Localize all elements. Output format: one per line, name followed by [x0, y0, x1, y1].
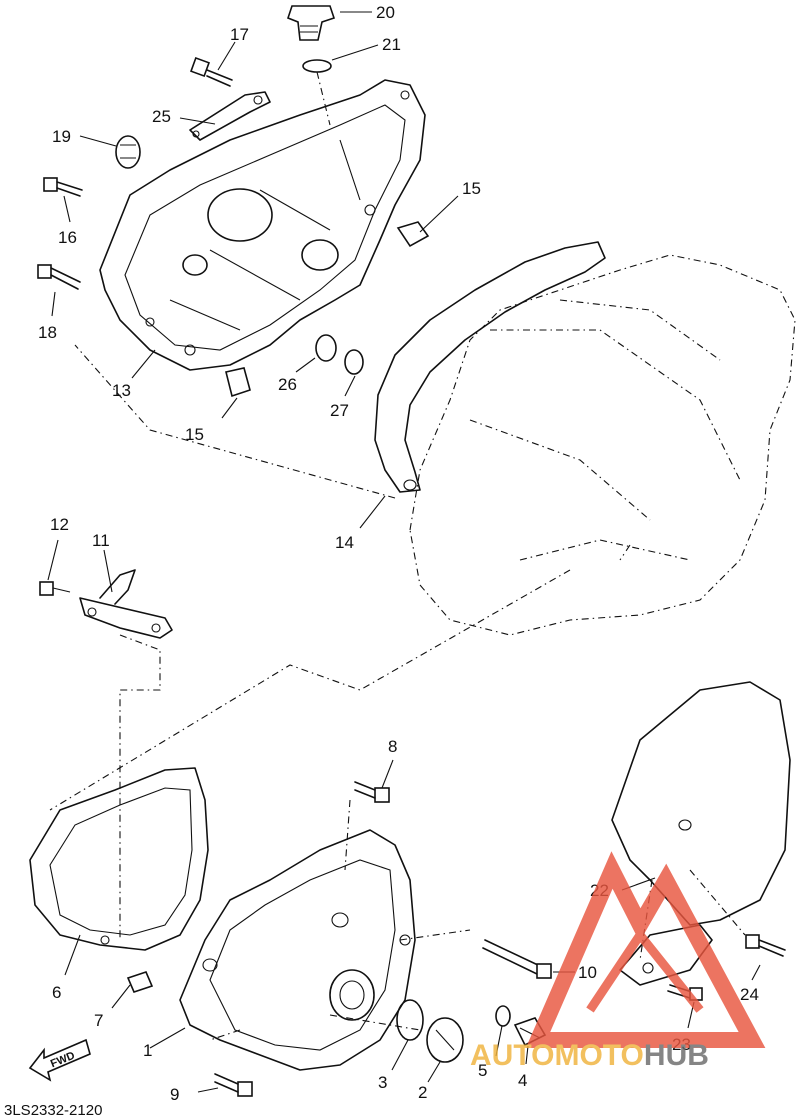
callout-5: 5 — [478, 1061, 487, 1080]
callout-24: 24 — [740, 985, 759, 1004]
watermark-text-dark: HUB — [644, 1039, 709, 1072]
crankcase-outline — [409, 254, 796, 636]
gasket-14 — [374, 241, 606, 493]
plug-2 — [426, 1017, 464, 1063]
callout-15-lower: 15 — [185, 425, 204, 444]
bolt-17 — [190, 57, 233, 87]
o-ring-3 — [396, 999, 424, 1041]
fwd-arrow-icon: FWD — [28, 1038, 91, 1082]
dowel-pin-15-upper — [396, 221, 430, 248]
oil-filler-plug-20 — [287, 5, 336, 41]
sprocket-cover-22 — [611, 681, 791, 926]
callout-9: 9 — [170, 1085, 179, 1104]
callout-11: 11 — [92, 531, 110, 550]
callout-13: 13 — [112, 381, 131, 400]
circlip-27 — [344, 349, 364, 375]
callout-17: 17 — [230, 25, 249, 44]
automotohub-watermark: AUTOMOTOHUB — [470, 851, 766, 1072]
callout-19: 19 — [52, 127, 71, 146]
bolt-10 — [482, 939, 552, 979]
callout-8: 8 — [388, 737, 397, 756]
callout-10: 10 — [578, 963, 597, 982]
bolt-12 — [39, 581, 71, 596]
callout-26: 26 — [278, 375, 297, 394]
callout-14: 14 — [335, 533, 354, 552]
chain-guide-11 — [79, 569, 173, 639]
bolt-18 — [37, 264, 81, 290]
callout-7: 7 — [94, 1011, 103, 1030]
callout-15-upper: 15 — [462, 179, 481, 198]
callout-3: 3 — [378, 1073, 387, 1092]
watermark-logo-icon — [525, 851, 766, 1048]
dowel-pin-15-lower — [225, 367, 251, 398]
dowel-pin-7 — [126, 971, 154, 993]
bolt-16 — [43, 177, 83, 197]
bolt-8 — [354, 781, 390, 803]
bolt-9 — [214, 1073, 253, 1097]
callout-12: 12 — [50, 515, 69, 534]
diagram-code: 3LS2332-2120 — [4, 1102, 102, 1119]
callout-6: 6 — [52, 983, 61, 1002]
callout-4: 4 — [518, 1071, 527, 1090]
oil-seal-26 — [315, 334, 337, 362]
crankcase-cover-1 — [179, 829, 416, 1071]
callout-2: 2 — [418, 1083, 427, 1102]
callout-20: 20 — [376, 3, 395, 22]
bolt-24 — [745, 934, 786, 957]
bracket-25 — [189, 91, 271, 141]
callout-21: 21 — [382, 35, 401, 54]
gasket-6 — [29, 767, 209, 951]
crankcase-cover-13 — [99, 79, 426, 371]
callout-25: 25 — [152, 107, 171, 126]
grommet-19 — [115, 135, 141, 169]
o-ring-5 — [495, 1005, 511, 1027]
callout-16: 16 — [58, 228, 77, 247]
svg-text:AUTOMOTOHUB: AUTOMOTOHUB — [470, 1039, 709, 1072]
callout-27: 27 — [330, 401, 349, 420]
callout-18: 18 — [38, 323, 57, 342]
leader-lines — [47, 11, 761, 1093]
watermark-text-accent: AUTOMOTO — [470, 1039, 644, 1072]
o-ring-21 — [302, 59, 332, 73]
callout-1: 1 — [143, 1041, 152, 1060]
fwd-label: FWD — [49, 1050, 77, 1071]
